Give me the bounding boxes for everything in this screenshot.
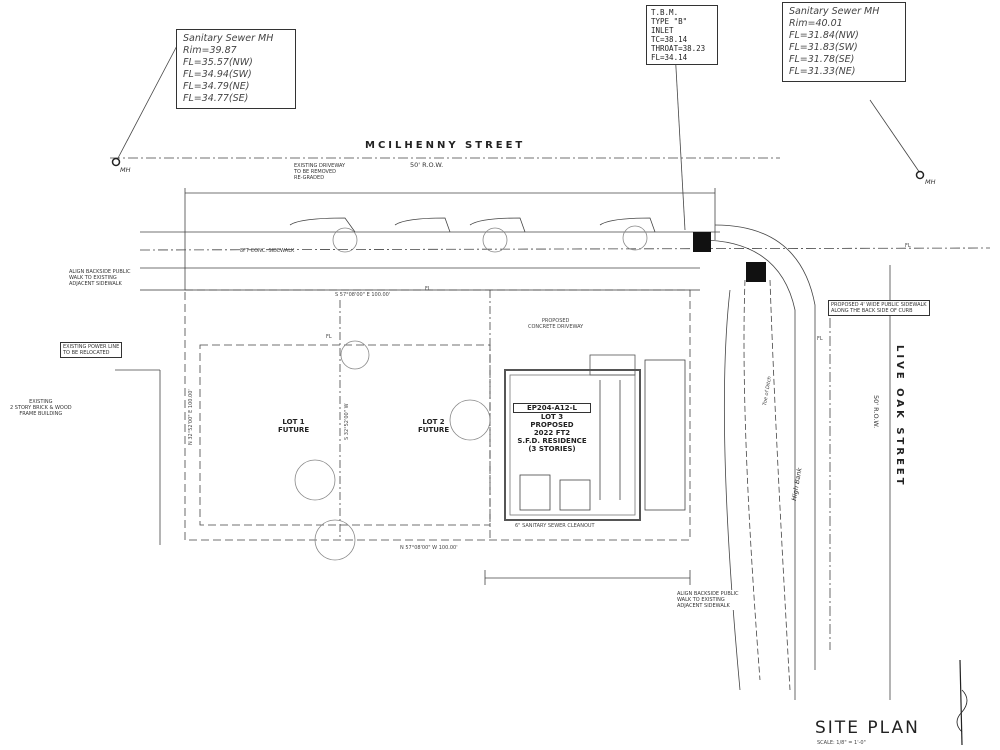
box-line: EXISTING: [29, 399, 53, 405]
existing-driveway-note: EXISTING DRIVEWAY TO BE REMOVED RE-GRADE…: [292, 162, 348, 182]
note-line: FL=34.79(NE): [183, 81, 250, 92]
inlet-box-2: [746, 262, 766, 282]
res-line: EP204-A12-L: [513, 403, 591, 413]
note-line: FL=31.33(NE): [789, 66, 856, 77]
proposed-walk-note: PROPOSED 4' WIDE PUBLIC SIDEWALK ALONG T…: [828, 300, 930, 316]
manhole-left: [111, 157, 121, 167]
box-line: TO BE REMOVED: [294, 169, 336, 175]
fl-label: FL: [817, 336, 823, 342]
bearing-mid: S 32°52'00" W: [344, 403, 350, 440]
note-line: THROAT=38.23: [651, 44, 706, 53]
inlet-box: [693, 232, 711, 252]
box-line: PROPOSED: [541, 318, 570, 324]
box-line: ALONG THE BACK SIDE OF CURB: [831, 308, 913, 314]
box-line: ALIGN BACKSIDE PUBLIC: [677, 591, 739, 597]
note-line: FL=31.83(SW): [789, 42, 858, 53]
sewer-mh-note-right: Sanitary Sewer MH Rim=40.01 FL=31.84(NW)…: [782, 2, 906, 82]
bearing-left: N 32°52'00" E 100.00': [188, 389, 194, 445]
note-line: T.B.M.: [651, 8, 679, 17]
sewer-cleanout-note: 6" SANITARY SEWER CLEANOUT: [515, 523, 595, 529]
site-plan-title: SITE PLAN: [815, 718, 920, 738]
sewer-mh-note-left: Sanitary Sewer MH Rim=39.87 FL=35.57(NW)…: [176, 29, 296, 109]
align-note-left: ALIGN BACKSIDE PUBLIC WALK TO EXISTING A…: [67, 268, 133, 288]
box-line: ADJACENT SIDEWALK: [69, 281, 122, 287]
note-line: Rim=39.87: [183, 45, 237, 56]
box-line: EXISTING DRIVEWAY: [294, 163, 346, 169]
live-oak-street-label: LIVE OAK STREET: [894, 345, 905, 488]
manhole-right: [915, 170, 925, 180]
box-line: TO BE RELOCATED: [63, 350, 110, 356]
fl-label: FL: [905, 243, 911, 249]
lot-line: LOT 2: [422, 418, 445, 426]
driveway-note: PROPOSED CONCRETE DRIVEWAY: [528, 318, 583, 330]
mcilhenny-street-label: MCILHENNY STREET: [365, 140, 526, 151]
lot-line: LOT 1: [282, 418, 305, 426]
box-line: CONCRETE DRIVEWAY: [528, 324, 584, 330]
mh-left-leader: [116, 39, 181, 161]
box-line: EXISTING POWER LINE: [63, 344, 120, 350]
note-line: FL=35.57(NW): [183, 57, 253, 68]
lot-3-residence-label: EP204-A12-L LOT 3 PROPOSED 2022 FT2 S.F.…: [513, 403, 591, 453]
note-title: Sanitary Sewer MH: [183, 33, 274, 44]
tbm-leader: [674, 49, 686, 231]
align-note-bottom: ALIGN BACKSIDE PUBLIC WALK TO EXISTING A…: [675, 590, 741, 610]
bearing-top: S 57°08'00" E 100.00': [335, 292, 391, 298]
note-title: Sanitary Sewer MH: [789, 6, 880, 17]
box-line: WALK TO EXISTING: [677, 597, 725, 603]
note-line: Rim=40.01: [789, 18, 843, 29]
tbm-note: T.B.M. TYPE "B" INLET TC=38.14 THROAT=38…: [646, 5, 718, 65]
lot-line: FUTURE: [278, 426, 310, 434]
existing-power-line-note: EXISTING POWER LINE TO BE RELOCATED: [60, 342, 123, 358]
box-line: 2 STORY BRICK & WOOD: [10, 405, 72, 411]
note-line: FL=31.78(SE): [789, 54, 855, 65]
lot-line: FUTURE: [418, 426, 450, 434]
note-line: TC=38.14: [651, 35, 688, 44]
existing-building-note: EXISTING 2 STORY BRICK & WOOD FRAME BUIL…: [8, 398, 74, 418]
box-line: ALIGN BACKSIDE PUBLIC: [69, 269, 131, 275]
res-line: LOT 3: [540, 413, 564, 421]
fl-label: FL: [326, 334, 332, 340]
site-plan-scale: SCALE: 1/8" = 1'-0": [817, 740, 866, 746]
note-line: FL=34.94(SW): [183, 69, 252, 80]
mh-label-left: MH: [120, 166, 131, 174]
res-line: PROPOSED: [530, 421, 574, 429]
note-line: FL=31.84(NW): [789, 30, 859, 41]
res-line: S.F.D. RESIDENCE: [517, 437, 587, 445]
sidewalk-note: 8FT CONC. SIDEWALK: [240, 248, 295, 254]
note-line: TYPE "B" INLET: [651, 17, 688, 35]
box-line: PROPOSED 4' WIDE PUBLIC SIDEWALK: [831, 302, 927, 308]
bearing-bottom: N 57°08'00" W 100.00': [400, 545, 458, 551]
mh-label-right: MH: [925, 178, 936, 186]
mcilhenny-row-label: 50' R.O.W.: [410, 161, 444, 169]
lot-1-label: LOT 1 FUTURE: [278, 418, 309, 434]
box-line: RE-GRADED: [294, 175, 325, 181]
box-line: WALK TO EXISTING: [69, 275, 117, 281]
note-line: FL=34.77(SE): [183, 93, 249, 104]
box-line: ADJACENT SIDEWALK: [677, 603, 730, 609]
res-line: (3 STORIES): [528, 445, 576, 453]
lot-2-label: LOT 2 FUTURE: [418, 418, 449, 434]
box-line: FRAME BUILDING: [19, 411, 63, 417]
res-line: 2022 FT2: [533, 429, 571, 437]
note-line: FL=34.14: [651, 53, 688, 62]
fl-label: FL: [425, 286, 431, 292]
mh-right-leader: [869, 99, 921, 174]
live-oak-row-label: 50' R.O.W.: [872, 395, 880, 429]
